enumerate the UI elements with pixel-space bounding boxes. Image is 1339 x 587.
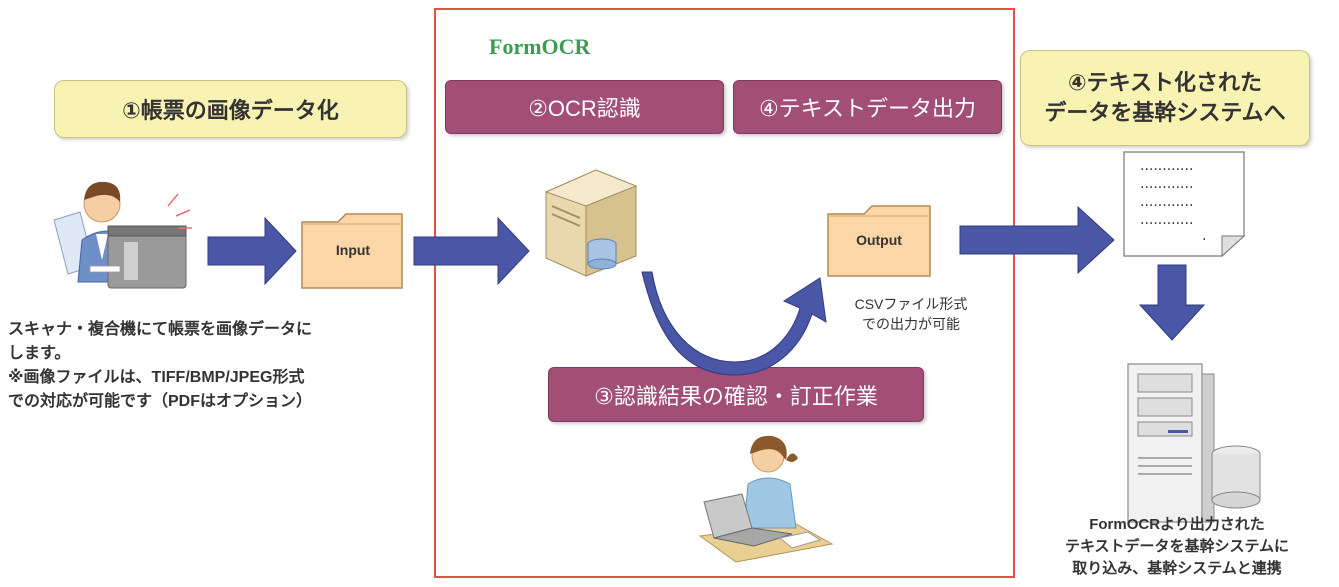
output-folder-label: Output bbox=[856, 232, 902, 248]
csv-note-line2: での出力が可能 bbox=[862, 316, 960, 332]
person-scanning-icon bbox=[53, 181, 192, 289]
scan-note-line2: します。 bbox=[8, 345, 71, 362]
system-note-line1: FormOCRより出力された bbox=[1089, 516, 1265, 533]
formocr-frame bbox=[434, 8, 1015, 578]
step2-label: ②OCR認識 bbox=[445, 80, 724, 134]
svg-text:.: . bbox=[1202, 228, 1206, 244]
step4-output-label: ④テキストデータ出力 bbox=[733, 80, 1002, 134]
system-note: FormOCRより出力された テキストデータを基幹システムに 取り込み、基幹シス… bbox=[1018, 514, 1336, 580]
scan-note-line1: スキャナ・複合機にて帳票を画像データに bbox=[8, 321, 313, 338]
csv-note-line1: CSVファイル形式 bbox=[854, 296, 968, 312]
system-note-line3: 取り込み、基幹システムと連携 bbox=[1072, 560, 1282, 577]
ocr-server-icon bbox=[544, 169, 638, 277]
csv-note: CSVファイル形式 での出力が可能 bbox=[838, 294, 984, 334]
core-system-server-icon bbox=[1127, 363, 1261, 523]
step3-label: ③認識結果の確認・訂正作業 bbox=[548, 367, 924, 422]
step4-system-label: ④テキスト化された データを基幹システムへ bbox=[1020, 50, 1310, 146]
text-document-icon: ............ ............ ............ .… bbox=[1123, 151, 1246, 258]
system-note-line2: テキストデータを基幹システムに bbox=[1064, 538, 1290, 555]
scan-note-line3: ※画像ファイルは、TIFF/BMP/JPEG形式 bbox=[8, 369, 305, 386]
output-folder-icon bbox=[827, 205, 931, 277]
step1-label: ①帳票の画像データ化 bbox=[54, 80, 407, 138]
svg-text:............: ............ bbox=[1140, 212, 1193, 228]
svg-text:............: ............ bbox=[1140, 194, 1193, 210]
scan-note: スキャナ・複合機にて帳票を画像データに します。 ※画像ファイルは、TIFF/B… bbox=[8, 318, 312, 414]
svg-text:............: ............ bbox=[1140, 176, 1193, 192]
step4-system-line2: データを基幹システムへ bbox=[1044, 100, 1286, 125]
svg-text:............: ............ bbox=[1140, 158, 1193, 174]
scan-note-line4: での対応が可能です（PDFはオプション） bbox=[8, 393, 313, 410]
step4-system-line1: ④テキスト化された bbox=[1068, 70, 1262, 95]
input-folder-label: Input bbox=[335, 242, 371, 258]
operator-at-laptop-icon bbox=[698, 435, 834, 563]
input-folder-icon bbox=[301, 213, 403, 289]
formocr-title: FormOCR bbox=[489, 34, 591, 59]
